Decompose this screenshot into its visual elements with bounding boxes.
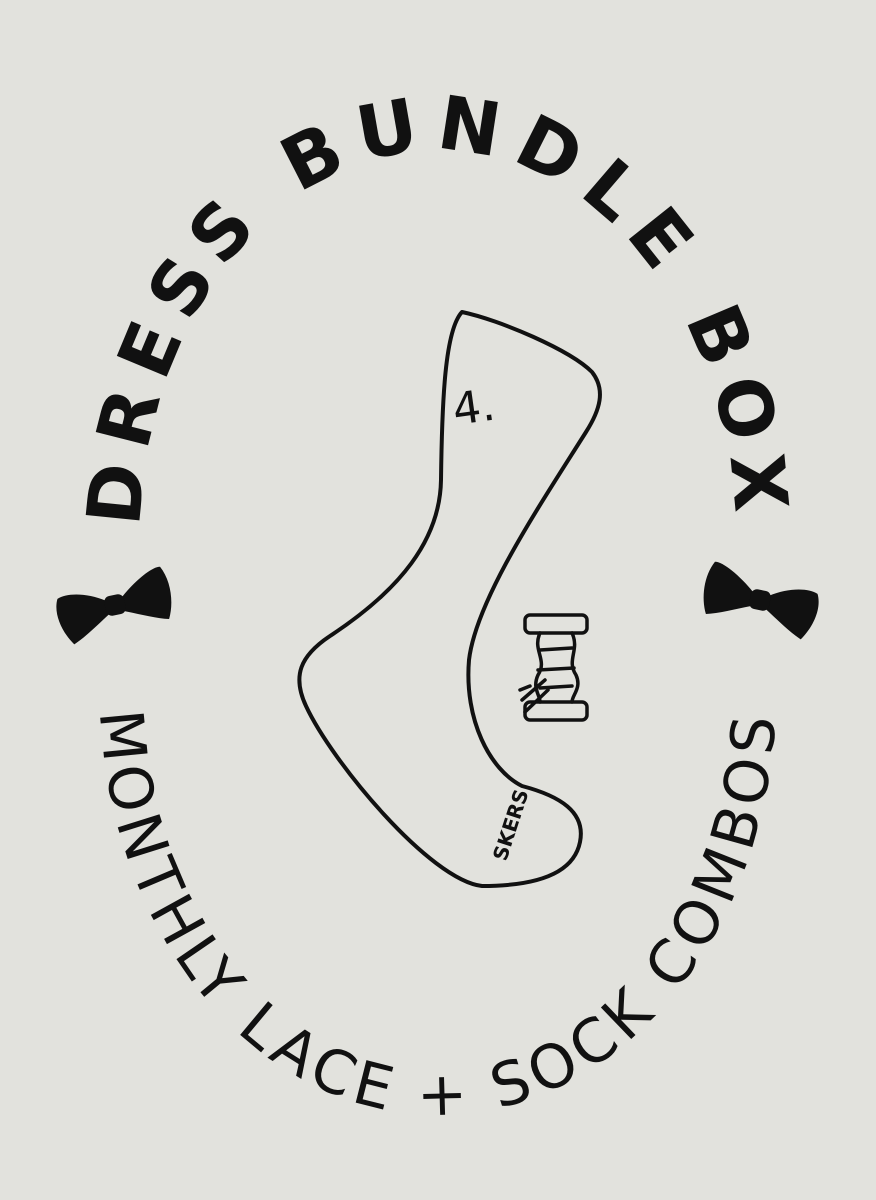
bow-tie-icon [56,566,172,645]
sock-icon: 4. SKERS [297,310,602,888]
bow-tie-icon [703,561,819,640]
thread-spool-icon [518,613,589,722]
poster-title: DRESS BUNDLE BOX [71,80,805,529]
sock-number: 4. [449,380,498,436]
sock-brand-text: SKERS [488,786,533,863]
poster-subtitle: MONTHLY LACE + SOCK COMBOS [85,707,791,1131]
